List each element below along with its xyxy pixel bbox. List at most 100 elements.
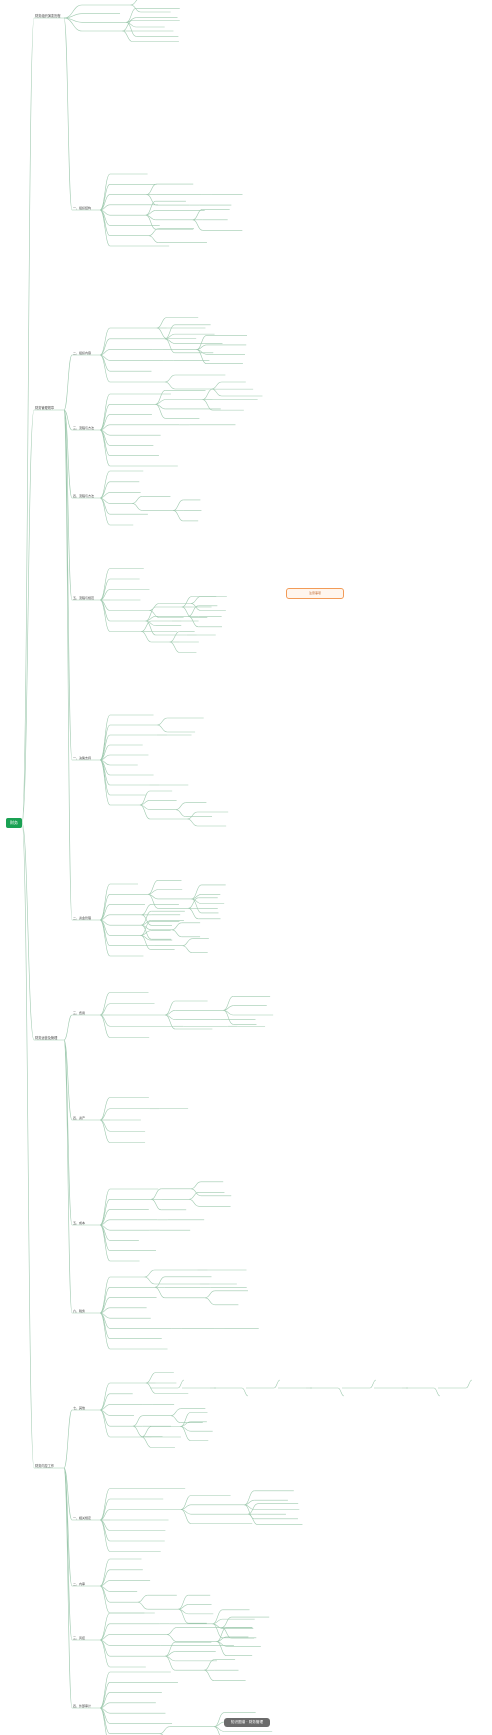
leaf-branch <box>99 1014 111 1038</box>
leaf-branch <box>99 183 111 211</box>
leaf-branch <box>99 599 111 632</box>
leaf-branch <box>247 1513 258 1525</box>
leaf-branch <box>99 1312 111 1340</box>
subsection-label[interactable]: 二、内审 <box>73 1581 85 1586</box>
leaf-branch <box>212 1623 223 1639</box>
leaf-branch <box>149 603 160 611</box>
leaf-branch <box>99 1585 111 1614</box>
leaf-branch <box>211 381 222 390</box>
leaf-branch <box>164 338 176 354</box>
leaf-branch <box>63 17 83 32</box>
leaf-branch <box>145 620 156 636</box>
leaf-branch <box>99 1707 107 1735</box>
leaf-branch <box>211 388 222 397</box>
leaf-branch <box>99 1198 111 1226</box>
leaf-branch <box>126 22 137 37</box>
leaf-branch <box>166 1634 177 1642</box>
leaf-branch <box>181 596 192 608</box>
subsection-label[interactable]: 一、决策支持 <box>73 755 91 760</box>
subsection-label[interactable]: 七、其他 <box>73 1405 85 1410</box>
subsection-label[interactable]: 五、流程与规范 <box>73 595 94 600</box>
leaf-branch <box>188 907 199 920</box>
section-label[interactable]: 财务管理规章 <box>35 405 55 410</box>
leaf-branch <box>99 173 111 211</box>
leaf-branch <box>99 904 111 921</box>
leaf-branch <box>99 1286 111 1314</box>
leaf-branch <box>99 1119 111 1132</box>
section-label[interactable]: 财务内控工作 <box>35 1463 55 1468</box>
leaf-branch <box>171 922 182 931</box>
leaf-branch <box>99 1692 111 1709</box>
leaf-branch <box>99 209 111 237</box>
chain-branch <box>241 1387 249 1397</box>
leaf-branch <box>169 631 180 643</box>
subsection-label[interactable]: 四、资产 <box>73 1115 85 1120</box>
leaf-branch <box>99 1498 111 1521</box>
subsection-label[interactable]: 一、组织结构 <box>73 205 91 210</box>
leaf-branch <box>99 1612 111 1641</box>
leaf-branch <box>188 605 199 617</box>
leaf-branch <box>157 717 168 726</box>
subsection-label[interactable]: 一、相关规定 <box>73 1515 91 1520</box>
leaf-branch <box>145 1372 156 1384</box>
leaf-branch <box>180 1509 192 1524</box>
leaf-branch <box>187 811 198 820</box>
subsection-label[interactable]: 五、成本 <box>73 1220 85 1225</box>
subsection-label[interactable]: 四、外部审计 <box>73 1703 91 1708</box>
highlight-note-label: 注意事项 <box>308 591 321 595</box>
leaf-branch <box>99 1097 111 1121</box>
leaf-branch <box>221 1627 232 1639</box>
leaf-branch <box>141 631 152 643</box>
leaf-branch <box>192 219 203 231</box>
subsection-branch <box>63 1467 73 1521</box>
watermark-badge: 知识图谱 · 财务管理 <box>224 1718 270 1727</box>
leaf-branch <box>204 1290 215 1299</box>
leaf-branch <box>122 30 133 42</box>
leaf-branch <box>99 1569 111 1587</box>
subsection-label[interactable]: 二、组织内容 <box>73 350 91 355</box>
subsection-branch <box>63 1467 73 1709</box>
section-branch <box>21 822 35 1469</box>
leaf-branch <box>145 214 156 230</box>
leaf-branch <box>99 1409 111 1438</box>
leaf-branch <box>188 1198 200 1207</box>
subsection-label[interactable]: 三、风控 <box>73 1635 85 1640</box>
leaf-branch <box>155 403 166 419</box>
leaf-branch <box>99 1119 111 1143</box>
subsection-label[interactable]: 四、流程与方法 <box>73 493 94 498</box>
subsection-branch <box>63 409 73 499</box>
watermark-label: 知识图谱 · 财务管理 <box>230 1720 264 1724</box>
leaf-branch <box>156 317 167 329</box>
leaf-branch <box>165 381 176 390</box>
root-node-label: 财务 <box>10 820 18 825</box>
leaf-branch <box>99 919 111 957</box>
section-label[interactable]: 财务组织演变历程 <box>35 13 61 18</box>
leaf-branch <box>99 599 111 622</box>
leaf-branch <box>187 818 198 827</box>
subsection-label[interactable]: 二、资金管理 <box>73 915 91 920</box>
leaf-branch <box>170 1408 181 1416</box>
leaf-branch <box>173 510 184 522</box>
leaf-branch <box>144 1276 155 1285</box>
leaf-branch <box>159 1726 170 1735</box>
leaf-branch <box>99 470 111 499</box>
leaf-branch <box>141 1436 152 1448</box>
leaf-branch <box>190 1188 201 1197</box>
chain-branch <box>433 1387 441 1397</box>
section-branch <box>21 822 35 1041</box>
chain-branch <box>273 1379 281 1389</box>
subsection-label[interactable]: 六、税务 <box>73 1308 85 1313</box>
root-node[interactable]: 财务 <box>6 818 22 828</box>
section-label[interactable]: 财务运营及管理 <box>35 1035 58 1040</box>
leaf-branch <box>157 724 168 733</box>
leaf-branch <box>99 578 111 601</box>
leaf-branch <box>180 1426 191 1441</box>
leaf-branch <box>139 804 151 820</box>
leaf-branch <box>190 1181 201 1190</box>
leaf-branch <box>99 1224 111 1262</box>
leaf-branch <box>159 1733 164 1735</box>
subsection-label[interactable]: 三、费用 <box>73 1010 85 1015</box>
leaf-branch <box>141 924 152 940</box>
leaf-branch <box>99 1519 111 1552</box>
subsection-label[interactable]: 三、流程与方法 <box>73 425 94 430</box>
